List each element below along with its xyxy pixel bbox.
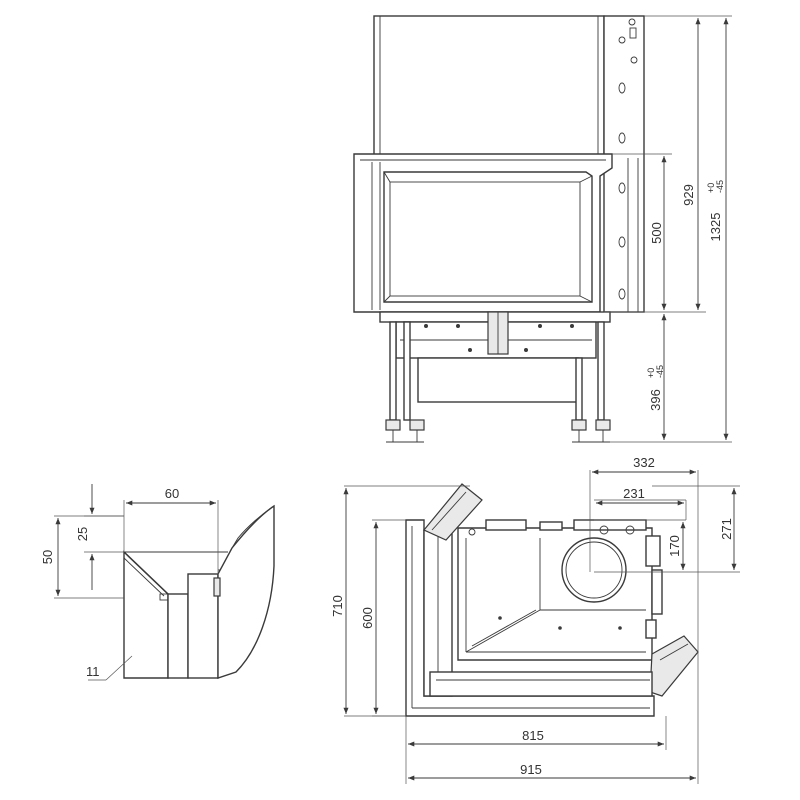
dim-815-label: 815: [522, 728, 544, 743]
dim-231-label: 231: [623, 486, 645, 501]
dim-929-label: 929: [681, 184, 696, 206]
leg-right-2: [597, 321, 605, 421]
detail-view: [54, 484, 275, 681]
part-11-label: 11: [86, 664, 100, 679]
dim-60-label: 60: [165, 486, 179, 501]
upper-casing: [373, 15, 605, 157]
dim-500-label: 500: [649, 222, 664, 244]
glass-door: [383, 171, 593, 303]
dim-271-label: 271: [719, 518, 734, 540]
dim-396-tol-top: +0: [646, 368, 656, 378]
dim-600-label: 600: [360, 607, 375, 629]
door-top-left: [423, 483, 483, 541]
dim-396-label: 396: [648, 389, 663, 411]
dim-1325-tol-bot: -45: [715, 180, 725, 193]
leg-left-1: [389, 321, 397, 421]
dim-1325-tol-top: +0: [706, 183, 716, 193]
dim-396-tol-bot: -45: [655, 365, 665, 378]
dim-50-label: 50: [40, 550, 55, 564]
leg-left-2: [403, 321, 411, 421]
dim-332-label: 332: [633, 455, 655, 470]
flue-outlet: [561, 537, 627, 603]
pedestal: [417, 357, 579, 403]
dim-915-label: 915: [520, 762, 542, 777]
dim-25-label: 25: [75, 527, 90, 541]
dim-396-group: 396 +0 -45: [646, 365, 665, 411]
dim-1325-label: 1325: [708, 213, 723, 242]
leg-right-1: [575, 357, 583, 421]
door-bottom-right: [649, 635, 699, 697]
front-view: [353, 15, 732, 443]
dim-1325-group: 1325 +0 -45: [706, 180, 725, 241]
plan-view: [343, 469, 740, 784]
dim-710-label: 710: [330, 595, 345, 617]
dim-170-label: 170: [667, 535, 682, 557]
